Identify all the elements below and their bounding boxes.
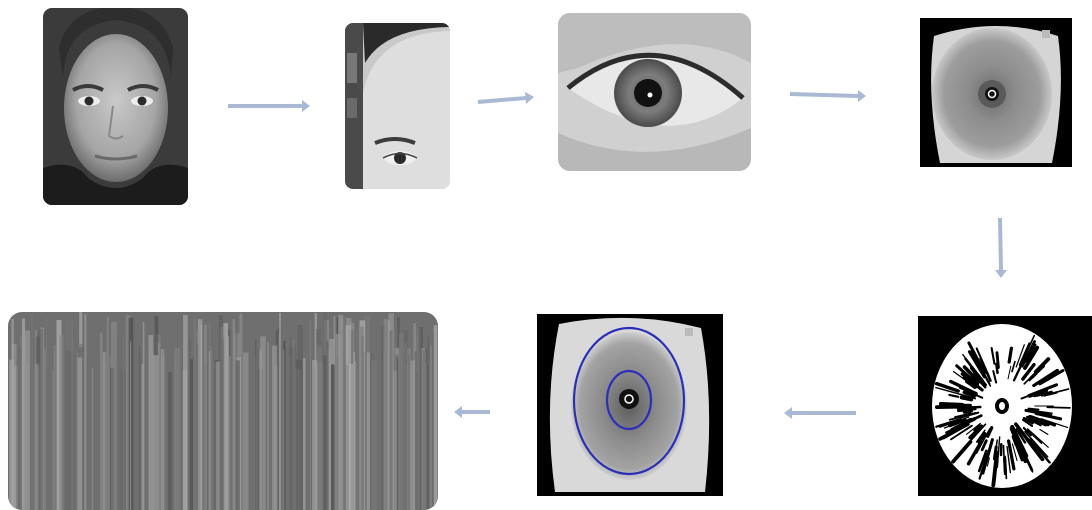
arrow-crop-to-eye bbox=[476, 88, 536, 108]
binarized-iris-texture bbox=[918, 316, 1092, 496]
arrow-boundaries-to-strip bbox=[452, 402, 492, 422]
arrow-face-to-crop bbox=[226, 96, 312, 116]
arrow-eye-to-segmented bbox=[788, 85, 868, 105]
arrow-binarized-to-boundaries bbox=[782, 403, 858, 423]
face-photo bbox=[43, 8, 188, 205]
iris-pupil-boundaries bbox=[537, 314, 723, 496]
normalized-iris-strip bbox=[8, 312, 438, 510]
arrow-segmented-to-binarized bbox=[990, 216, 1010, 280]
eye-closeup bbox=[558, 13, 751, 171]
segmented-iris bbox=[920, 18, 1072, 167]
eye-region-crop bbox=[345, 23, 450, 189]
